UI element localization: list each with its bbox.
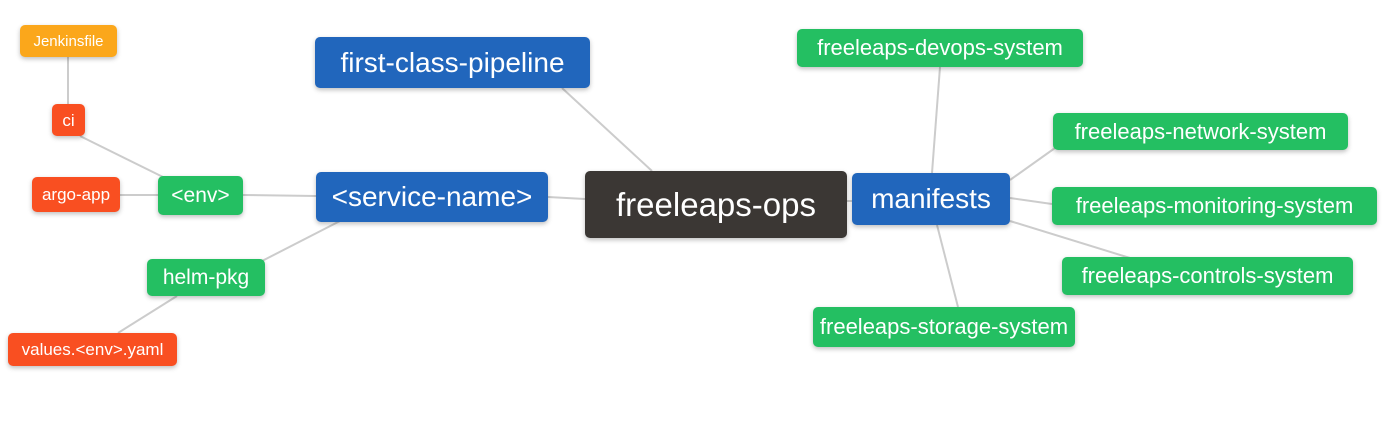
node-freeleaps-ops[interactable]: freeleaps-ops xyxy=(585,171,847,238)
edge-manifests-to-network-system xyxy=(1009,147,1056,181)
node-ci[interactable]: ci xyxy=(52,104,85,136)
node-devops-system[interactable]: freeleaps-devops-system xyxy=(797,29,1083,67)
node-storage-system[interactable]: freeleaps-storage-system xyxy=(813,307,1075,347)
edge-env-to-service-name xyxy=(242,194,317,197)
node-helm-pkg[interactable]: helm-pkg xyxy=(147,259,265,296)
edge-manifests-to-devops-system xyxy=(931,66,941,174)
node-manifests[interactable]: manifests xyxy=(852,173,1010,225)
node-values-env-yaml[interactable]: values.<env>.yaml xyxy=(8,333,177,366)
edge-ci-to-env xyxy=(79,135,166,179)
node-network-system[interactable]: freeleaps-network-system xyxy=(1053,113,1348,150)
edge-service-name-to-freeleaps-ops xyxy=(547,196,586,200)
node-service-name[interactable]: <service-name> xyxy=(316,172,548,222)
node-jenkinsfile[interactable]: Jenkinsfile xyxy=(20,25,117,57)
edge-manifests-to-storage-system xyxy=(936,224,959,308)
edge-manifests-to-controls-system xyxy=(1009,220,1131,259)
node-controls-system[interactable]: freeleaps-controls-system xyxy=(1062,257,1353,295)
edge-values-env-yaml-to-helm-pkg xyxy=(117,295,178,334)
node-first-class-pipeline[interactable]: first-class-pipeline xyxy=(315,37,590,88)
edge-helm-pkg-to-service-name xyxy=(261,220,341,262)
node-env[interactable]: <env> xyxy=(158,176,243,215)
node-monitoring-system[interactable]: freeleaps-monitoring-system xyxy=(1052,187,1377,225)
edge-first-class-pipeline-to-freeleaps-ops xyxy=(561,87,653,172)
node-argo-app[interactable]: argo-app xyxy=(32,177,120,212)
edge-manifests-to-monitoring-system xyxy=(1009,197,1053,205)
